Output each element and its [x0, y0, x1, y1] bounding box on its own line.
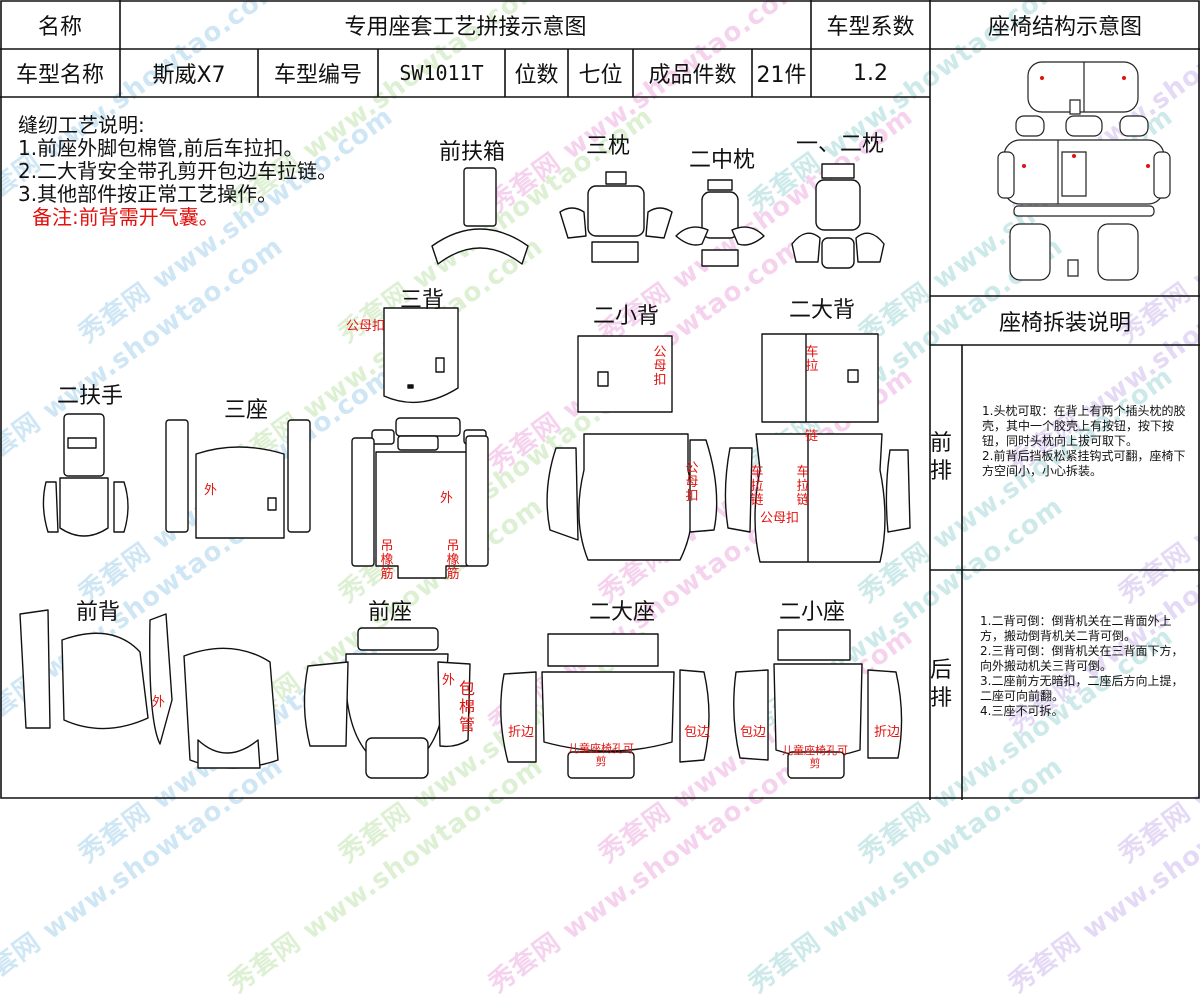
- model-name-value: 斯威X7: [152, 63, 226, 88]
- model-no-label: 车型编号: [273, 63, 362, 88]
- second-mid-pillow-pattern: [676, 180, 764, 266]
- label-front-armrest-box: 前扶箱: [438, 140, 506, 165]
- model-no-value: SW1011T: [399, 61, 484, 85]
- annotation-outer-third-seat: 外: [204, 483, 218, 498]
- seat-structure-diagram: [994, 56, 1194, 286]
- rear-row-label: 后排: [930, 658, 953, 711]
- label-second-small-seat: 二小座: [778, 600, 846, 625]
- table-grid: [0, 0, 1200, 800]
- label-second-small-back: 二小背: [592, 304, 660, 329]
- annotation-outer-third-back: 外: [440, 491, 454, 506]
- label-second-large-seat: 二大座: [588, 600, 656, 625]
- annotation-elastic-right: 吊橡筋: [446, 539, 460, 582]
- seats-value: 七位: [578, 63, 623, 88]
- front-row-text: 1.头枕可取：在背上有两个插头枕的胶壳，其中一个胶壳上有按钮，按下按钮，同时头枕…: [982, 404, 1186, 478]
- third-back-pattern: [352, 308, 488, 578]
- header-name-label: 名称: [37, 14, 82, 40]
- pieces-label: 成品件数: [648, 63, 737, 88]
- annotation-snap-third-back: 公母扣: [346, 319, 386, 334]
- front-seat-pattern: [304, 628, 470, 778]
- second-small-seat-pattern: [734, 630, 902, 778]
- third-seat-pattern: [166, 420, 310, 538]
- sewing-notes: 缝纫工艺说明: 1.前座外脚包棉管,前后车拉扣。 2.二大背安全带孔剪开包边车拉…: [18, 114, 337, 229]
- notes-item-2: 2.二大背安全带孔剪开包边车拉链。: [18, 159, 338, 183]
- third-pillow-pattern: [560, 172, 672, 262]
- annotation-car-pull: 车拉: [805, 345, 819, 374]
- pattern-shapes: [0, 0, 930, 800]
- notes-title: 缝纫工艺说明:: [18, 113, 145, 137]
- annotation-snap-second-small-back-lower: 公母扣: [685, 461, 699, 504]
- front-back-pattern: [20, 610, 278, 768]
- structure-title: 座椅结构示意图: [987, 14, 1142, 40]
- label-front-back: 前背: [75, 600, 121, 625]
- annotation-zipper-right: 车拉链: [796, 465, 810, 508]
- model-name-label: 车型名称: [15, 63, 104, 88]
- page-title: 专用座套工艺拼接示意图: [344, 14, 587, 40]
- first-second-pillow-pattern: [792, 164, 884, 268]
- annotation-child-seat-large: 儿童座椅孔可剪: [568, 742, 634, 768]
- label-second-mid-pillow: 二中枕: [688, 148, 756, 173]
- second-armrest-pattern: [43, 414, 128, 536]
- second-small-back-pattern: [547, 336, 717, 560]
- annotation-child-seat-small: 儿童座椅孔可剪: [782, 744, 848, 770]
- annotation-snap-second-large-back: 公母扣: [760, 511, 800, 526]
- label-second-large-back: 二大背: [788, 298, 856, 323]
- notes-item-1: 1.前座外脚包棉管,前后车拉扣。: [18, 136, 304, 160]
- header-coef-label: 车型系数: [826, 14, 915, 40]
- rear-row-text: 1.二背可倒：倒背机关在二背面外上方，搬动倒背机关二背可倒。 2.三背可倒：倒背…: [980, 614, 1184, 718]
- pieces-value: 21件: [756, 63, 807, 88]
- label-first-second-pillow: 一、二枕: [795, 132, 885, 157]
- notes-remark: 备注:前背需开气囊。: [32, 205, 219, 229]
- annotation-snap-second-small-back: 公母扣: [653, 345, 667, 388]
- annotation-folded-edge-right: 折边: [874, 725, 901, 740]
- label-third-seat: 三座: [223, 398, 269, 423]
- coef-value: 1.2: [853, 60, 888, 86]
- annotation-zipper-left: 车拉链: [750, 465, 764, 508]
- annotation-wrap-edge-large: 包边: [684, 725, 711, 740]
- label-second-armrest: 二扶手: [56, 384, 124, 409]
- second-large-seat-pattern: [501, 634, 709, 778]
- label-front-seat: 前座: [367, 600, 413, 625]
- disassembly-title: 座椅拆装说明: [998, 310, 1131, 336]
- second-large-back-pattern: [725, 334, 910, 562]
- annotation-outer-front-back: 外: [152, 695, 166, 710]
- annotation-chain: 链: [805, 429, 819, 444]
- annotation-elastic-left: 吊橡筋: [380, 539, 394, 582]
- annotation-wrap-edge-small: 包边: [740, 725, 767, 740]
- notes-item-3: 3.其他部件按正常工艺操作。: [18, 182, 278, 206]
- front-row-label: 前排: [930, 430, 953, 484]
- annotation-wrap-cotton-tube: 包棉管: [458, 679, 475, 734]
- annotation-folded-edge-left: 折边: [508, 725, 535, 740]
- seats-label: 位数: [514, 63, 559, 88]
- front-armrest-box-pattern: [432, 168, 528, 264]
- annotation-outer-front-seat: 外: [442, 673, 456, 688]
- label-third-pillow: 三枕: [585, 134, 631, 159]
- label-third-back: 三背: [399, 288, 445, 313]
